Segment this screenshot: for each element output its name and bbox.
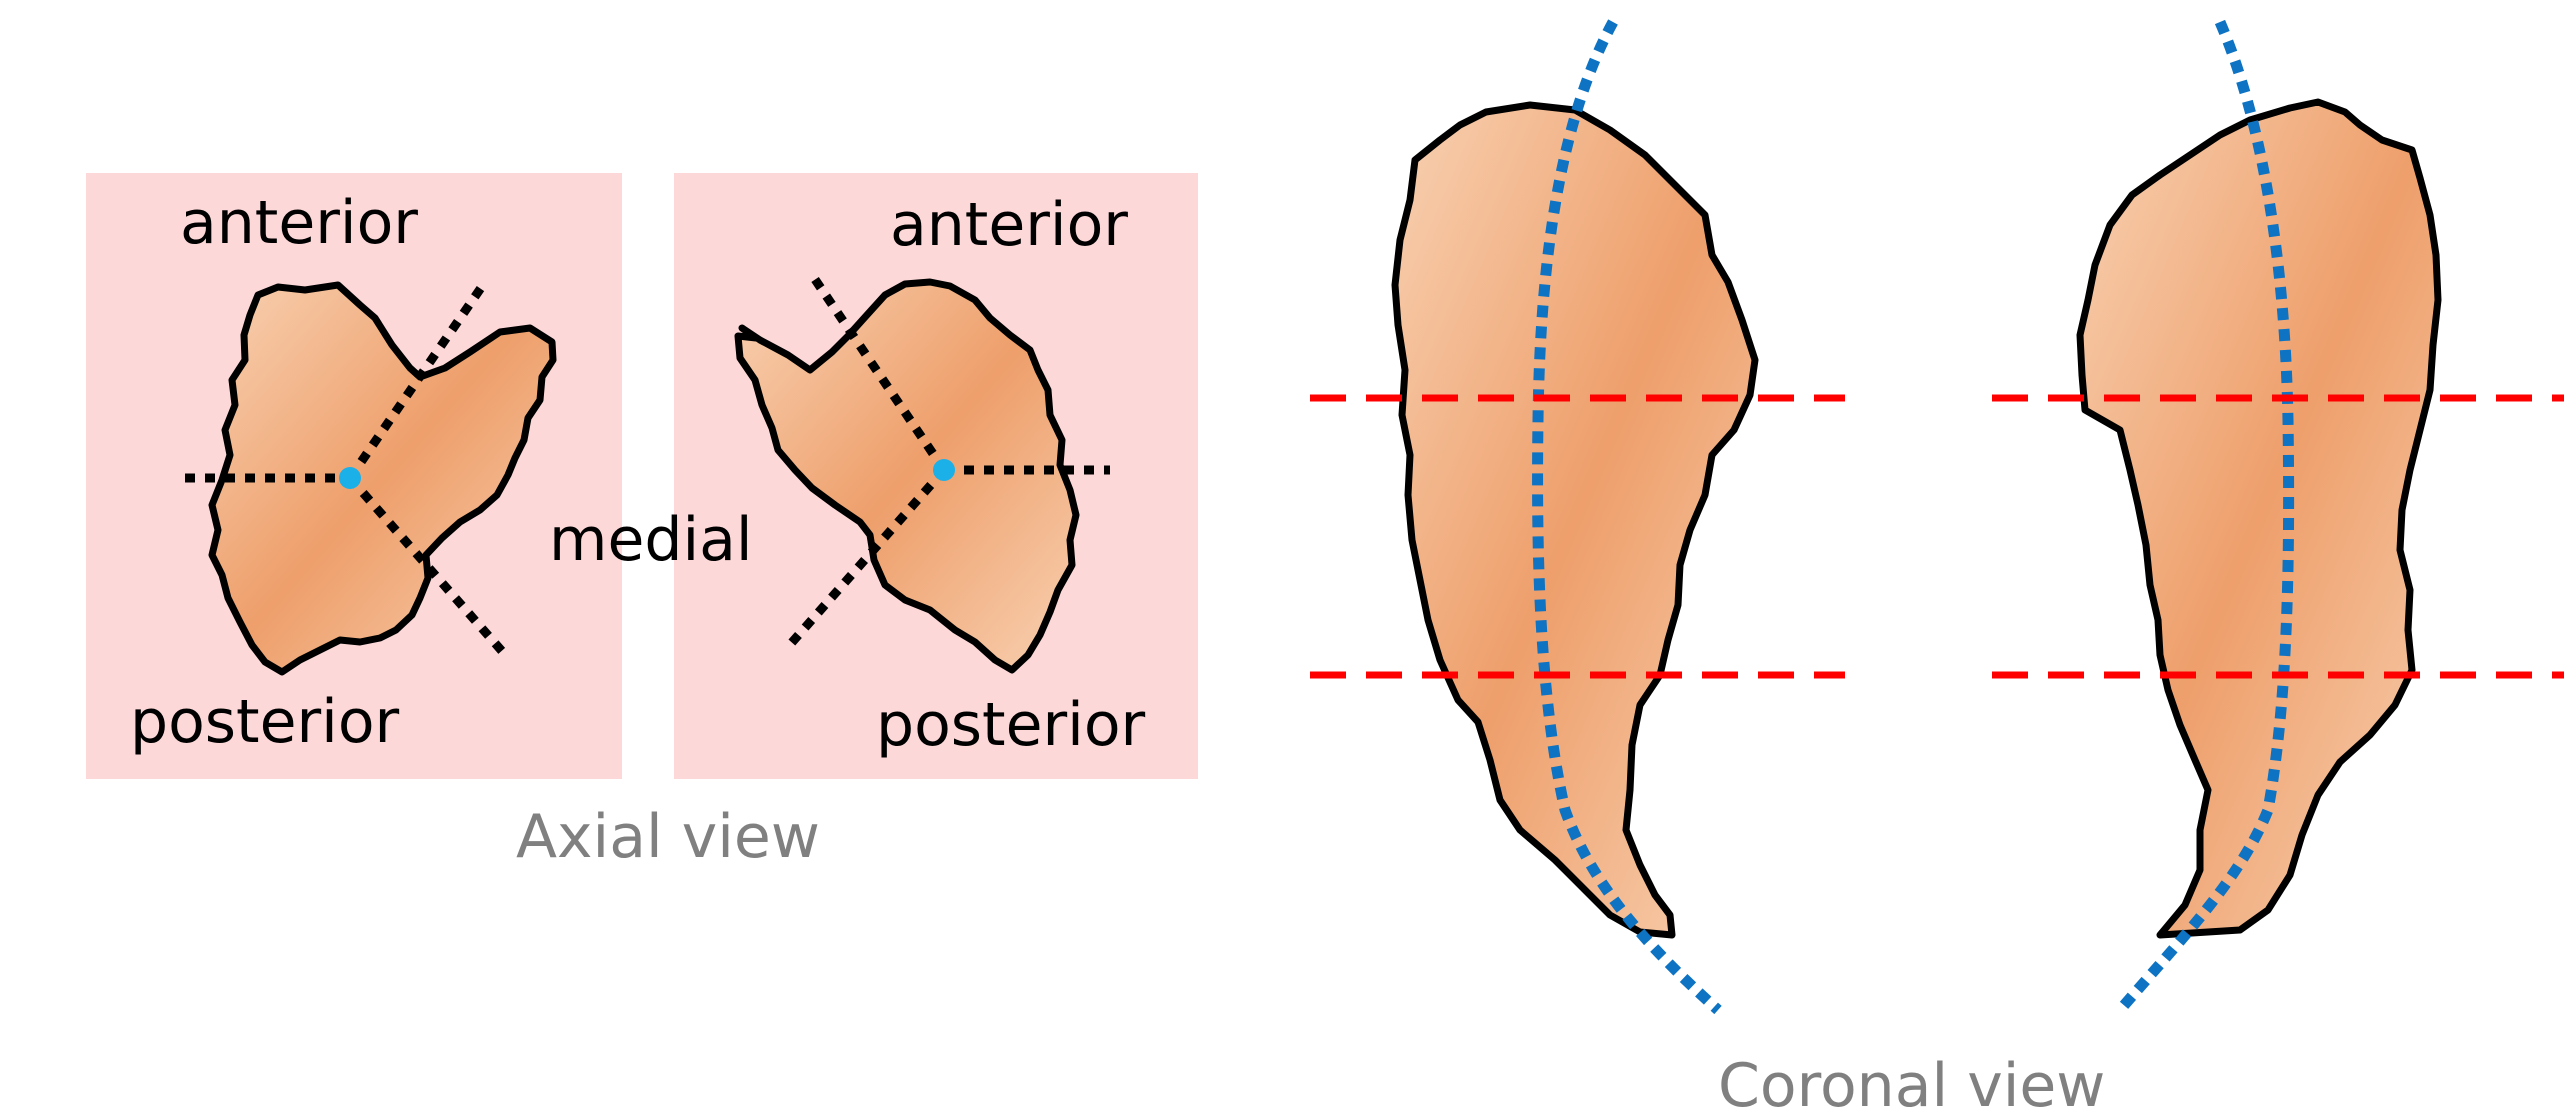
coronal-view-group: Coronal view — [1310, 22, 2564, 1111]
axial-right-anterior-label: anterior — [890, 190, 1128, 260]
axial-right-posterior-label: posterior — [876, 690, 1146, 760]
axial-view-caption: Axial view — [516, 802, 820, 872]
axial-left-posterior-label: posterior — [130, 687, 400, 757]
coronal-right-shape — [2080, 102, 2438, 935]
axial-right-center-dot — [933, 459, 955, 481]
coronal-view-caption: Coronal view — [1718, 1051, 2105, 1111]
medial-label: medial — [549, 505, 753, 575]
axial-left-center-dot — [339, 467, 361, 489]
coronal-left-shape — [1395, 105, 1755, 935]
axial-view-group: anterior posterior anterior posterior me… — [86, 173, 1198, 872]
axial-left-anterior-label: anterior — [180, 188, 418, 258]
